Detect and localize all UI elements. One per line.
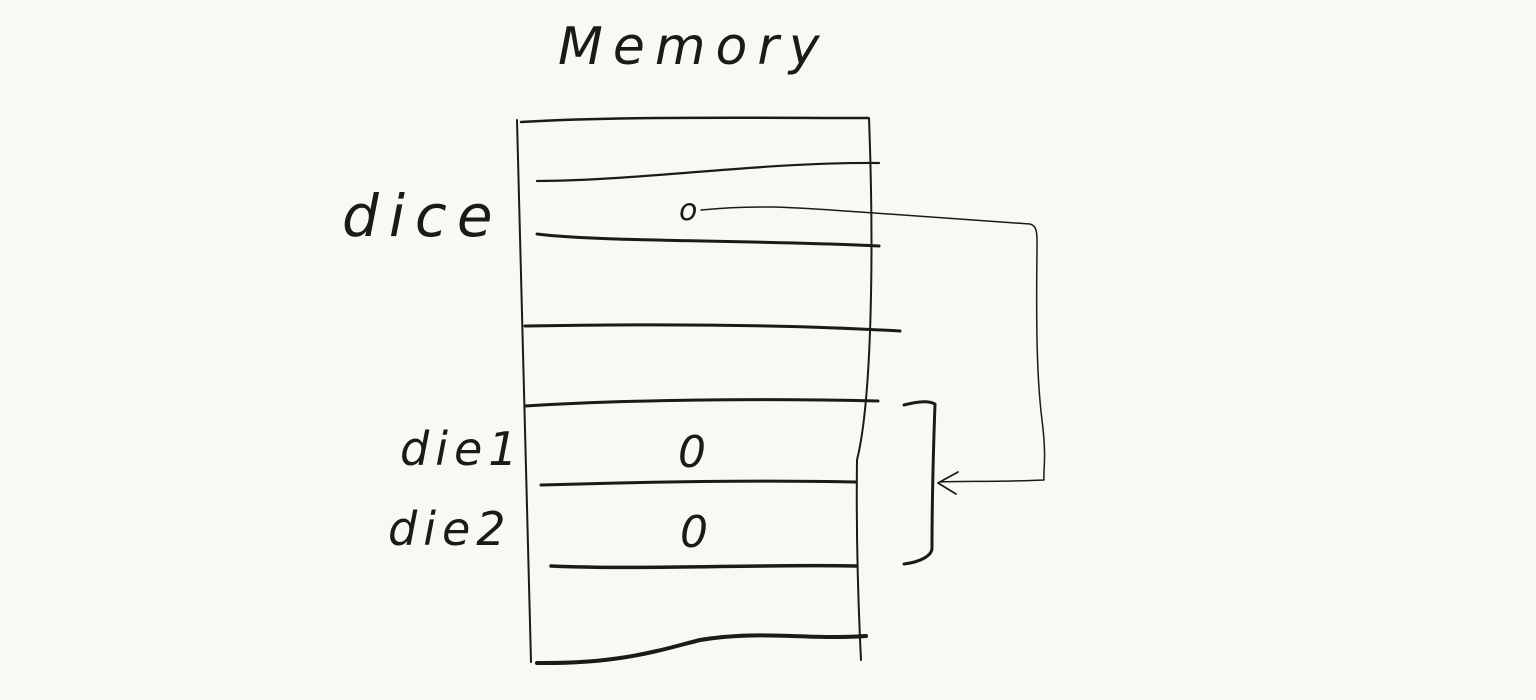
memory-top-border [519,116,870,124]
row-divider-5 [539,479,858,487]
value-die2: 0 [680,507,708,558]
group-bracket [902,400,937,566]
row-divider-4 [523,398,880,408]
label-die1: die1 [400,422,524,476]
pointer-arrow-line [700,206,1046,483]
row-divider-2 [535,232,881,248]
pointer-arrowhead-icon [937,471,959,495]
memory-bottom-border [535,633,868,666]
label-dice: dice [342,182,503,250]
row-divider-1 [535,161,881,183]
memory-right-border [855,117,873,661]
memory-left-border [516,119,532,663]
diagram-title: Memory [558,17,829,77]
row-divider-6 [549,563,858,570]
value-die1: 0 [678,427,706,478]
row-divider-3 [523,323,902,333]
value-dice-pointer: o [679,193,697,228]
label-die2: die2 [388,502,512,556]
